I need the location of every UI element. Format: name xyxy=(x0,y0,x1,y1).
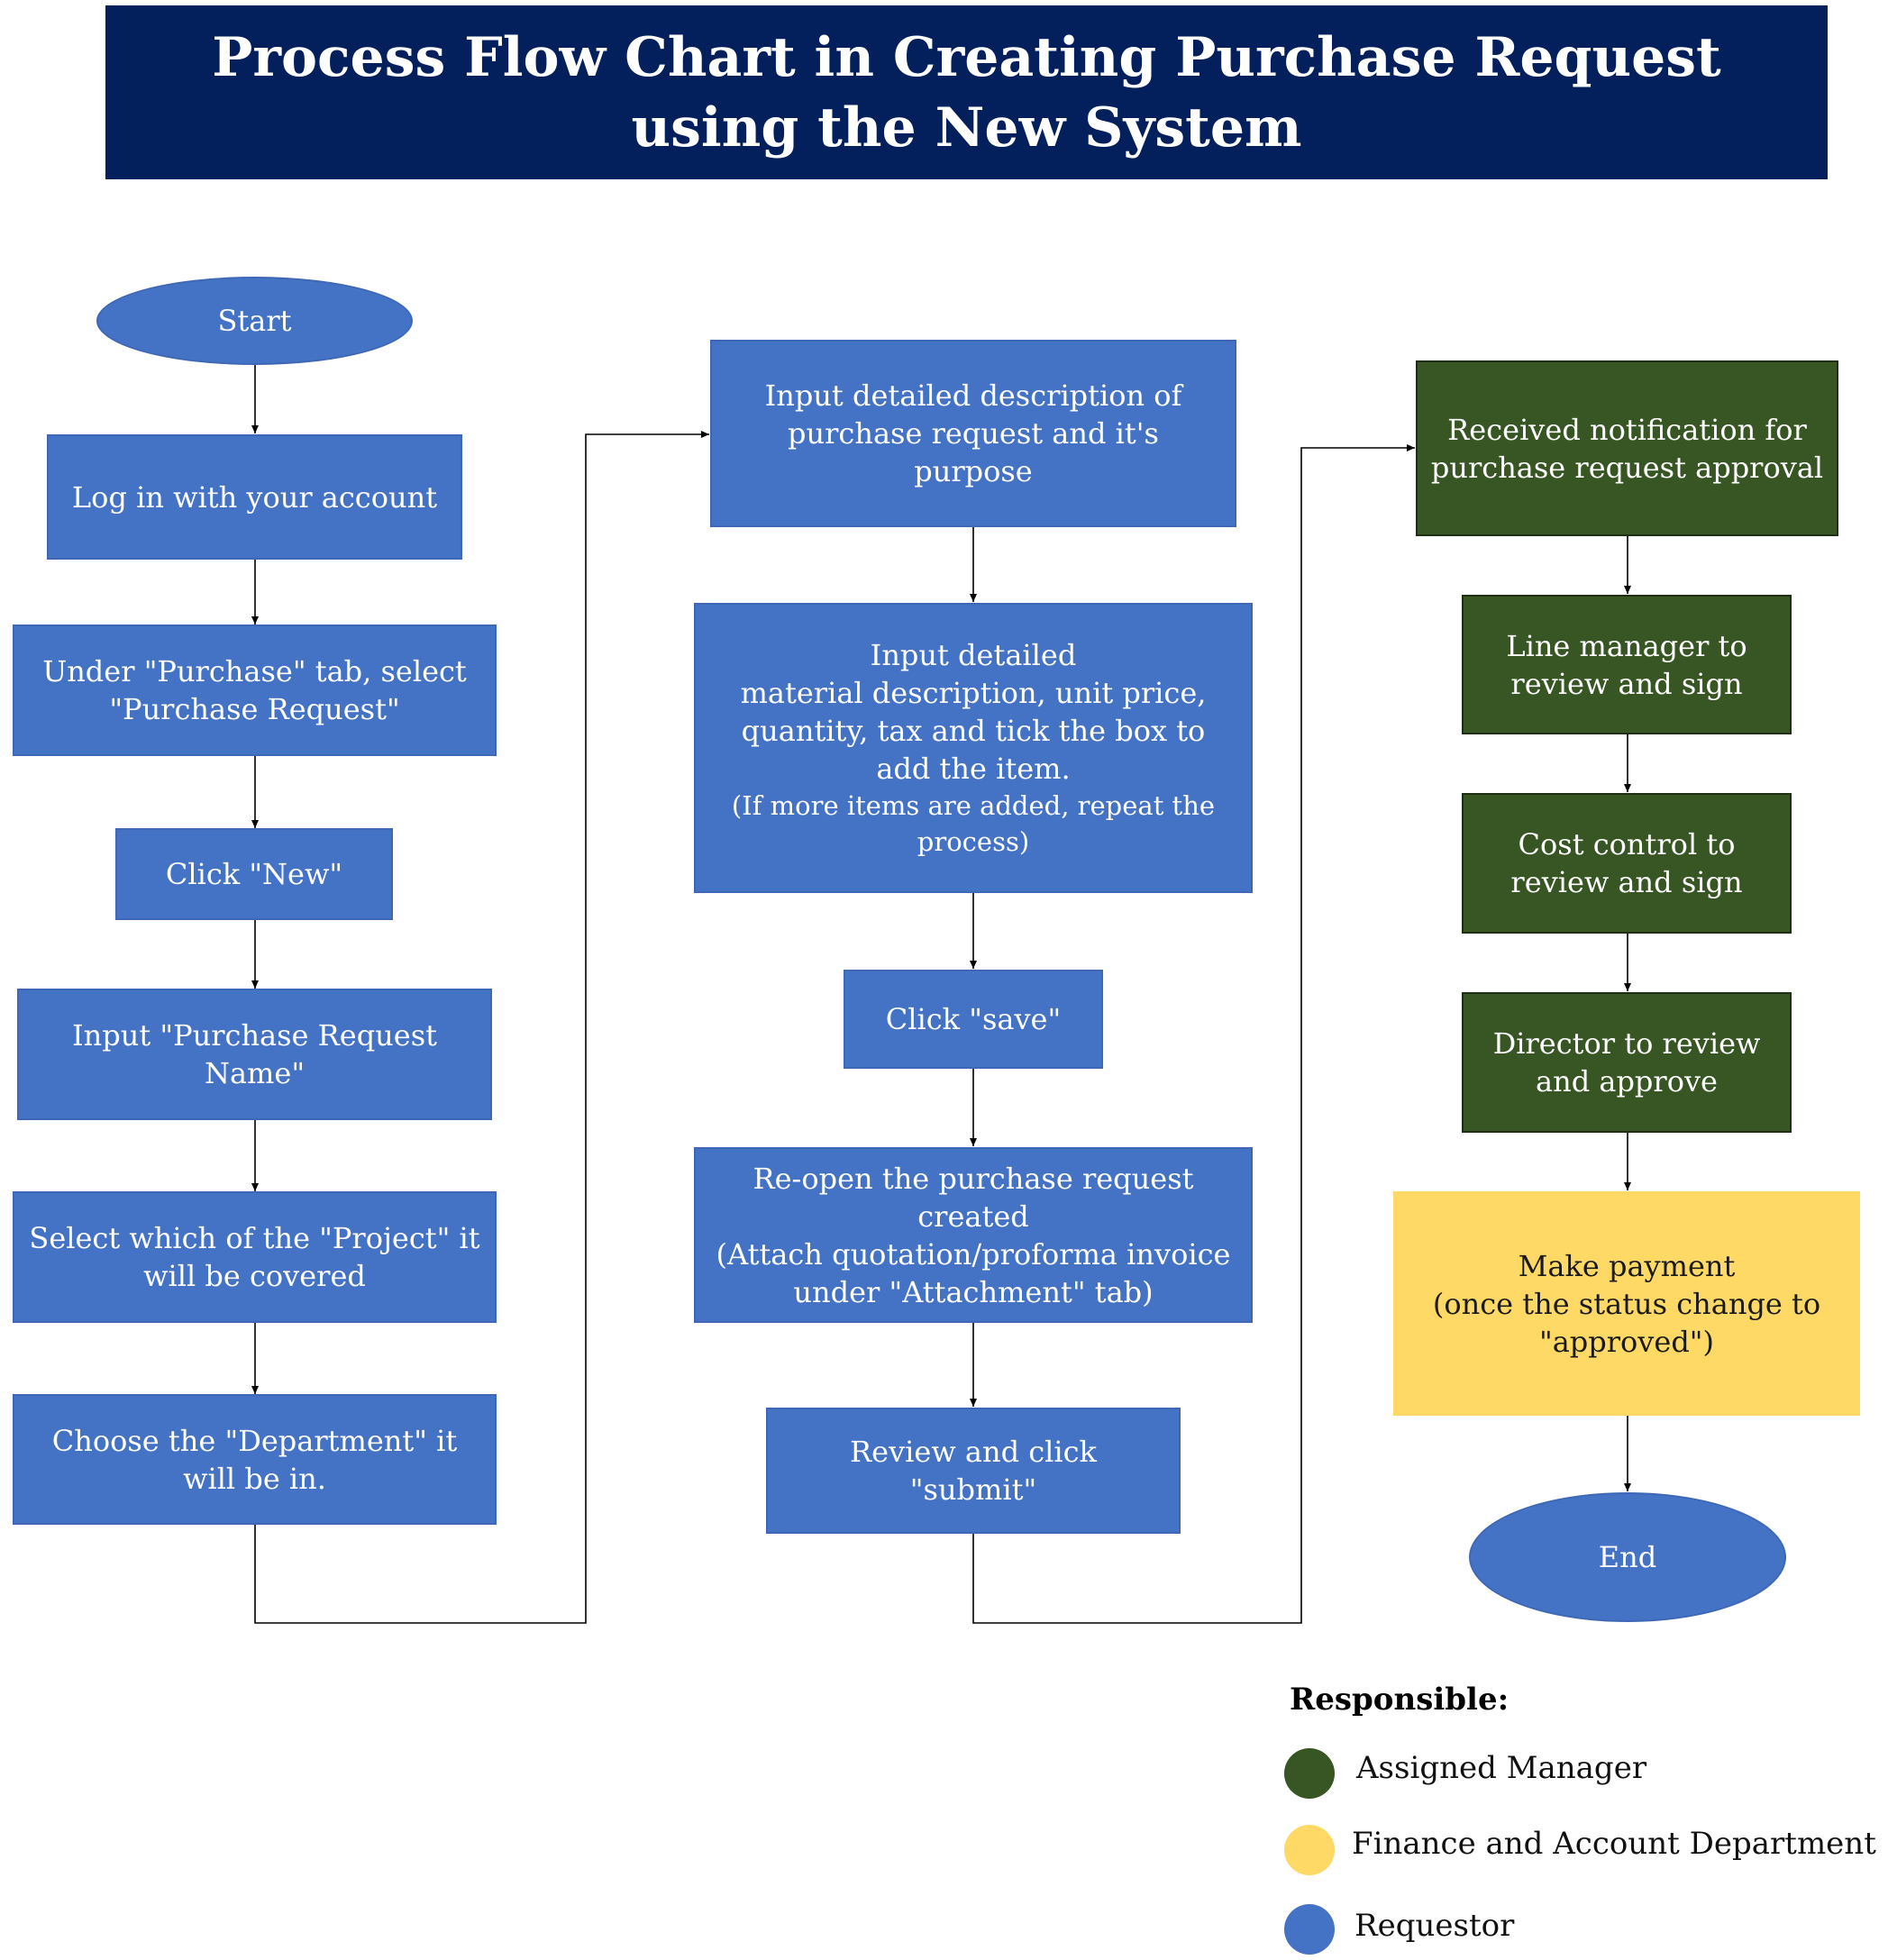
step-reopen-label: Re-open the purchase request created (At… xyxy=(716,1161,1231,1309)
legend-title: Responsible: xyxy=(1290,1682,1509,1718)
step-director-label: Director to review and approve xyxy=(1492,1026,1761,1099)
step-login-label: Log in with your account xyxy=(71,479,438,515)
page-title: Process Flow Chart in Creating Purchase … xyxy=(212,25,1721,160)
step-director: Director to review and approve xyxy=(1462,992,1792,1133)
step-cost-control: Cost control to review and sign xyxy=(1462,793,1792,934)
step-make-payment: Make payment (once the status change to … xyxy=(1393,1191,1860,1416)
step-notification-label: Received notification for purchase reque… xyxy=(1430,412,1824,485)
end-label: End xyxy=(1598,1540,1657,1574)
legend-dot-requestor xyxy=(1284,1904,1335,1955)
step-click-save-label: Click "save" xyxy=(885,1002,1062,1036)
step-review-submit-label: Review and click "submit" xyxy=(850,1435,1097,1507)
connector-column2-to-column3 xyxy=(972,444,1415,1624)
step-input-material-note: (If more items are added, repeat the pro… xyxy=(731,790,1216,857)
end-node: End xyxy=(1469,1492,1786,1622)
step-input-name: Input "Purchase Request Name" xyxy=(17,989,492,1120)
legend-dot-assigned-manager xyxy=(1284,1748,1335,1799)
step-purchase-tab-label: Under "Purchase" tab, select "Purchase R… xyxy=(42,654,467,726)
step-reopen: Re-open the purchase request created (At… xyxy=(694,1147,1253,1323)
legend-label-assigned-manager: Assigned Manager xyxy=(1356,1750,1647,1786)
step-choose-department-label: Choose the "Department" it will be in. xyxy=(51,1423,458,1496)
legend-dot-finance xyxy=(1284,1825,1335,1875)
start-node: Start xyxy=(96,277,413,365)
step-select-project: Select which of the "Project" it will be… xyxy=(13,1191,497,1323)
step-line-manager-label: Line manager to review and sign xyxy=(1506,628,1747,701)
step-make-payment-label: Make payment (once the status change to … xyxy=(1432,1248,1821,1359)
connector-column1-to-column2 xyxy=(254,431,709,1624)
step-line-manager: Line manager to review and sign xyxy=(1462,595,1792,734)
step-input-material-label: Input detailed material description, uni… xyxy=(740,638,1207,786)
start-label: Start xyxy=(217,304,292,338)
legend-label-finance: Finance and Account Department xyxy=(1352,1826,1876,1862)
step-input-description: Input detailed description of purchase r… xyxy=(710,340,1236,527)
step-click-new: Click "New" xyxy=(115,828,393,920)
step-input-material: Input detailed material description, uni… xyxy=(694,603,1253,893)
step-login: Log in with your account xyxy=(47,434,462,560)
step-review-submit: Review and click "submit" xyxy=(766,1408,1181,1534)
step-input-description-label: Input detailed description of purchase r… xyxy=(764,378,1182,488)
title-banner: Process Flow Chart in Creating Purchase … xyxy=(105,5,1828,179)
legend-label-requestor: Requestor xyxy=(1354,1908,1515,1944)
step-cost-control-label: Cost control to review and sign xyxy=(1510,827,1743,899)
step-select-project-label: Select which of the "Project" it will be… xyxy=(29,1221,480,1293)
step-click-new-label: Click "New" xyxy=(165,857,343,891)
step-choose-department: Choose the "Department" it will be in. xyxy=(13,1394,497,1525)
step-click-save: Click "save" xyxy=(844,970,1103,1069)
step-notification: Received notification for purchase reque… xyxy=(1416,360,1838,536)
step-input-name-label: Input "Purchase Request Name" xyxy=(71,1018,437,1090)
step-purchase-tab: Under "Purchase" tab, select "Purchase R… xyxy=(13,624,497,756)
